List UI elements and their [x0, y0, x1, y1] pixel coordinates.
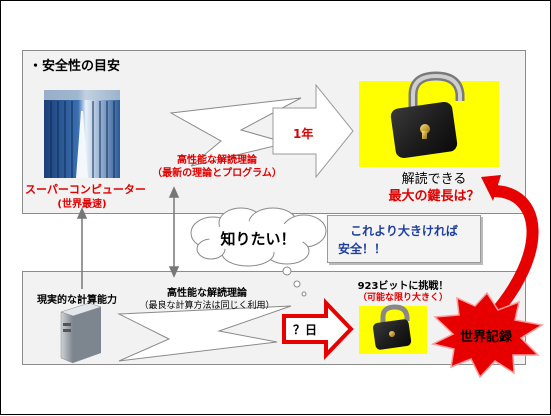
world-record-label: 世界記録 — [459, 330, 512, 345]
arrow-unknown-days — [282, 298, 354, 360]
supercomputer-image — [44, 90, 120, 178]
thought-text: 知りたい！ — [220, 230, 296, 248]
duration-unknown: ？日 — [293, 323, 318, 337]
challenge-sub: （可能な限り大きく） — [357, 293, 448, 303]
method-sub-bottom: （最良な計算方法は同じく利用） — [139, 301, 275, 311]
curved-red-arrow — [481, 175, 539, 323]
result-line-1: 解読できる — [401, 172, 467, 187]
result-line-2: 最大の鍵長は？ — [388, 189, 480, 204]
method-title-bottom: 高性能な解読理論 — [167, 288, 247, 299]
arrow-up-compare — [76, 207, 88, 289]
double-arrow-vertical — [168, 186, 180, 278]
challenge-title: 923ビットに挑戦！ — [357, 281, 449, 292]
open-lock-icon — [390, 71, 465, 159]
world-record-starburst — [430, 291, 545, 379]
arrow-one-year — [272, 83, 354, 179]
lightning-bolt-bottom — [117, 305, 292, 362]
method-title-top: 高性能な解読理論 — [177, 155, 257, 166]
duration-one-year: 1年 — [293, 127, 314, 141]
thought-cloud — [190, 207, 327, 297]
callout-line-2: 安全！！ — [338, 242, 387, 256]
safety-callout: これより大きければ 安全！！ — [327, 215, 481, 263]
computer-label: 現実的な計算能力 — [37, 295, 117, 306]
supercomputer-sublabel: (世界最速) — [57, 199, 107, 210]
lock-icon-small — [373, 304, 412, 350]
computer-tower-image — [60, 302, 102, 364]
method-sub-top: （最新の理論とプログラム） — [152, 168, 282, 179]
section-heading: ・安全性の目安 — [29, 59, 121, 74]
callout-line-1: これより大きければ — [350, 224, 458, 238]
supercomputer-label: スーパーコンピューター — [25, 183, 146, 196]
